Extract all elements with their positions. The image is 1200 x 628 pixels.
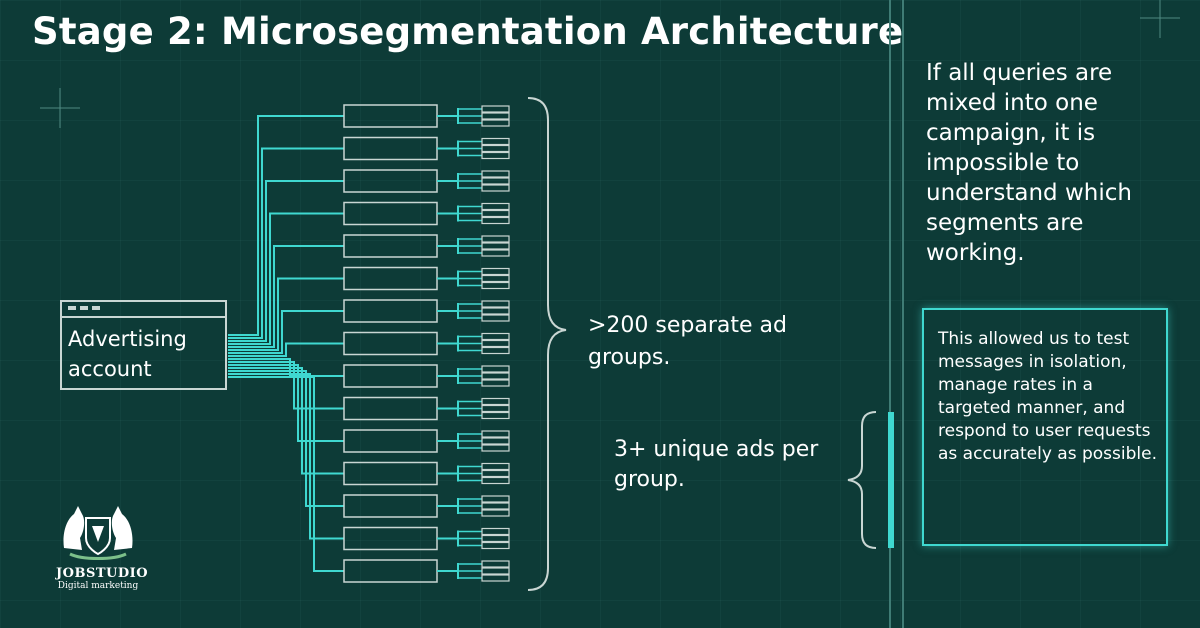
connector-line <box>228 373 344 540</box>
ad-box <box>481 339 510 348</box>
ad-box <box>481 267 510 276</box>
ad-box <box>481 249 510 257</box>
ad-box <box>481 372 510 380</box>
ad-group-box <box>343 396 438 421</box>
connector-line <box>228 212 344 345</box>
ad-box <box>481 404 510 413</box>
ad-box <box>481 274 510 283</box>
ad-box <box>481 527 510 536</box>
ad-group-box <box>343 364 438 388</box>
ad-box <box>481 112 510 120</box>
ad-box <box>481 469 510 478</box>
ad-box <box>481 560 510 568</box>
ad-box <box>481 430 510 438</box>
connector-line <box>228 364 344 442</box>
connector-line <box>228 245 344 348</box>
window-dot-icon <box>80 306 88 310</box>
connector-line <box>228 310 344 354</box>
ad-group-box <box>343 429 438 453</box>
ad-box <box>481 534 510 543</box>
ad-box <box>481 462 510 471</box>
ad-box <box>481 567 510 575</box>
ad-box <box>481 281 510 290</box>
connector-line <box>228 370 344 507</box>
ad-group-box <box>343 299 438 323</box>
page-title: Stage 2: Microsegmentation Architecture <box>32 10 904 53</box>
ad-box <box>481 151 510 160</box>
ad-group-box <box>343 169 438 193</box>
ad-box <box>481 541 510 550</box>
ad-box <box>481 184 510 192</box>
ad-box <box>481 137 510 146</box>
ad-box <box>481 502 510 510</box>
ad-box <box>481 444 510 452</box>
ad-group-box <box>343 104 438 128</box>
connector-line <box>228 376 344 572</box>
ad-box <box>481 437 510 445</box>
ad-box <box>481 397 510 406</box>
ad-box <box>481 346 510 355</box>
ad-group-box <box>343 494 438 518</box>
ad-box <box>481 209 510 218</box>
ad-box <box>481 242 510 250</box>
ad-box <box>481 300 510 308</box>
ad-group-box <box>343 331 438 356</box>
advertising-account-label: Advertising account <box>68 327 187 381</box>
ad-box <box>481 379 510 387</box>
ad-box <box>481 365 510 373</box>
ad-box <box>481 411 510 420</box>
result-callout: This allowed us to test messages in isol… <box>922 308 1168 546</box>
ad-box <box>481 216 510 225</box>
ad-box <box>481 574 510 582</box>
ad-group-box <box>343 559 438 583</box>
connector-line <box>228 367 344 475</box>
ad-group-box <box>343 266 438 291</box>
logo-name: JOBSTUDIO <box>56 566 149 581</box>
advertising-account-box: Advertising account <box>60 300 227 390</box>
connector-line <box>228 115 344 336</box>
connector-line <box>228 361 344 410</box>
ad-group-box <box>343 526 438 551</box>
ad-box <box>481 332 510 341</box>
ad-box <box>481 144 510 153</box>
ad-box <box>481 202 510 211</box>
callout-text: This allowed us to test messages in isol… <box>938 329 1157 464</box>
ad-box <box>481 476 510 485</box>
window-dot-icon <box>68 306 76 310</box>
ad-group-box <box>343 136 438 161</box>
ad-box <box>481 314 510 322</box>
groups-brace-icon <box>527 97 567 591</box>
ad-box <box>481 235 510 243</box>
ad-box <box>481 495 510 503</box>
ads-per-group-label: 3+ unique ads per group. <box>614 437 819 492</box>
window-bar <box>62 302 225 318</box>
connector-line <box>228 277 344 351</box>
ad-group-box <box>343 461 438 486</box>
ad-group-box <box>343 234 438 258</box>
ad-groups-label: >200 separate ad groups. <box>588 313 787 370</box>
jobstudio-logo: JOBSTUDIO Digital marketing <box>56 498 149 591</box>
explanation-text: If all queries are mixed into one campai… <box>926 60 1132 266</box>
ad-box <box>481 105 510 113</box>
ad-box <box>481 177 510 185</box>
ad-group-box <box>343 201 438 226</box>
ad-box <box>481 307 510 315</box>
connector-line <box>228 147 344 339</box>
divider-highlight <box>888 412 894 548</box>
ad-box <box>481 170 510 178</box>
ad-box <box>481 509 510 517</box>
connector-line <box>228 180 344 342</box>
logo-subtitle: Digital marketing <box>57 581 139 591</box>
ad-box <box>481 119 510 127</box>
connector-line <box>228 342 344 357</box>
window-dot-icon <box>92 306 100 310</box>
ads-brace-icon <box>847 411 877 549</box>
horse-crest-icon <box>63 506 133 560</box>
